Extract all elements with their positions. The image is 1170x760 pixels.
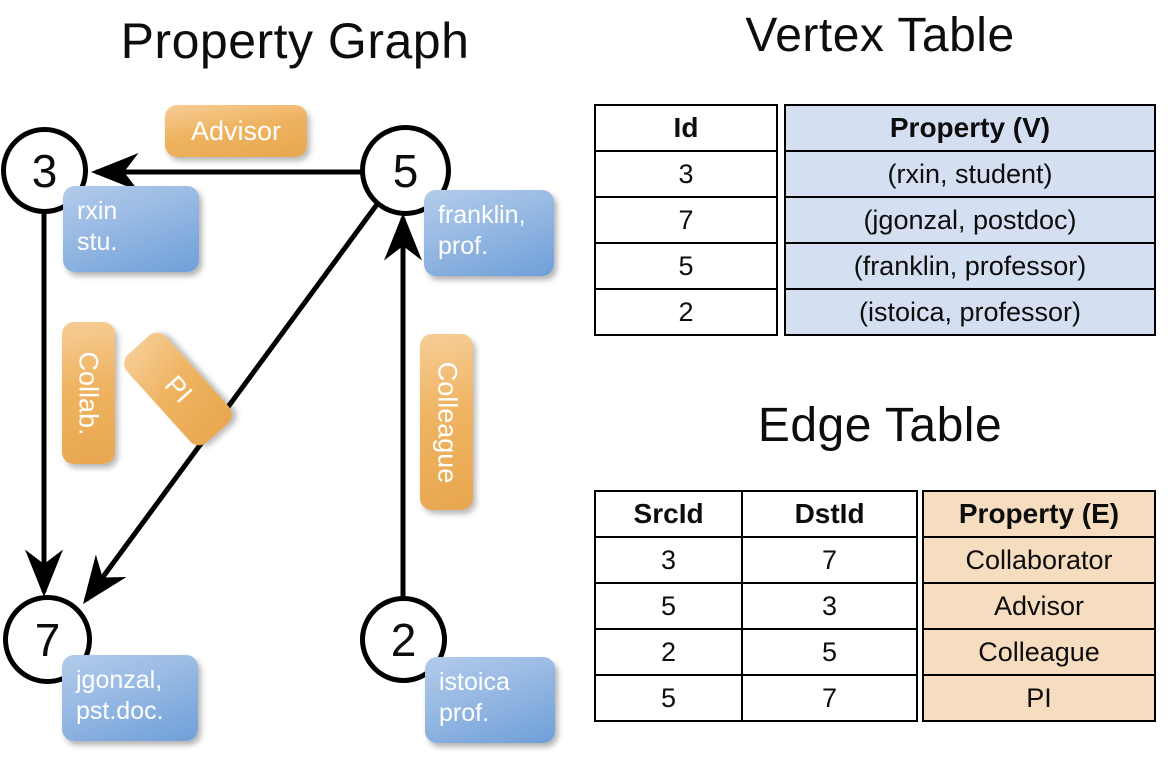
edge-row-2-src: 2 [593,628,744,676]
edge-label-colleague-text: Colleague [432,361,462,483]
edge-table-header-property: Property (E) [922,490,1156,538]
edge-label-colleague: Colleague [420,334,473,510]
table-row: Advisor [922,582,1156,630]
page-title-vertex-table: Vertex Table [745,9,1015,62]
edge-row-3-src: 5 [593,674,744,722]
edge-row-1-dst: 3 [741,582,918,630]
vertex-row-3-id: 2 [594,288,778,336]
node-property-3-line1: rxin [77,197,118,225]
node-property-5-line1: franklin, [438,201,526,229]
table-row: (rxin, student) [784,150,1156,198]
vertex-row-0-id: 3 [594,150,778,198]
vertex-row-1-property: (jgonzal, postdoc) [784,196,1156,244]
edge-row-3-dst: 7 [741,674,918,722]
table-row: 7 [594,196,778,244]
edge-row-2-property: Colleague [922,628,1156,676]
table-row: 5 7 [593,674,918,722]
table-row: 2 5 [593,628,918,676]
node-property-2-line1: istoica [439,668,510,696]
edge-row-3-property: PI [922,674,1156,722]
table-row: 5 3 [593,582,918,630]
edge-row-1-property: Advisor [922,582,1156,630]
node-property-5-line2: prof. [438,231,489,260]
property-graph-diagram: 3 5 7 2 rxin stu. franklin, prof. jgonza… [1,105,555,743]
vertex-row-0-property: (rxin, student) [784,150,1156,198]
table-row: 2 [594,288,778,336]
node-property-box-2: istoica prof. [425,657,555,743]
table-row: Collaborator [922,536,1156,584]
edge-label-pi-text: PI [158,369,199,409]
edge-label-collab: Collab. [62,322,115,464]
node-property-box-3: rxin stu. [63,186,199,272]
table-header-row: SrcId DstId [593,490,918,538]
edge-label-advisor-text: Advisor [190,115,282,146]
table-row: PI [922,674,1156,722]
vertex-table-id-column: Id 3 7 5 2 [594,104,778,336]
edge-table-src-dst-columns: SrcId DstId 3 7 5 3 2 5 5 7 [593,490,918,722]
node-property-7-line2: pst.doc. [76,696,164,725]
table-row: (jgonzal, postdoc) [784,196,1156,244]
table-row: 3 7 [593,536,918,584]
edge-label-advisor: Advisor [165,105,307,157]
node-property-3-line2: stu. [77,227,118,256]
table-header-row: Property (E) [922,490,1156,538]
node-property-box-5: franklin, prof. [424,190,554,276]
edge-table-header-srcid: SrcId [593,490,744,538]
edge-row-2-dst: 5 [741,628,918,676]
vertex-table-property-column: Property (V) (rxin, student) (jgonzal, p… [784,104,1156,336]
table-row: (franklin, professor) [784,242,1156,290]
table-row: (istoica, professor) [784,288,1156,336]
edge-label-collab-text: Collab. [74,350,105,436]
edge-row-1-src: 5 [593,582,744,630]
table-row: 3 [594,150,778,198]
vertex-row-3-property: (istoica, professor) [784,288,1156,336]
vertex-row-2-id: 5 [594,242,778,290]
table-row: 5 [594,242,778,290]
edge-row-0-property: Collaborator [922,536,1156,584]
vertex-table-header-property: Property (V) [784,104,1156,152]
table-row: Colleague [922,628,1156,676]
graph-edge-lines [24,152,423,605]
vertex-row-1-id: 7 [594,196,778,244]
graph-node-2[interactable]: 2 [360,596,447,683]
node-property-2-line2: prof. [439,698,490,727]
table-header-row: Id [594,104,778,152]
node-property-7-line1: jgonzal, [76,666,163,694]
table-header-row: Property (V) [784,104,1156,152]
page-title-property-graph: Property Graph [120,13,470,69]
edge-row-0-dst: 7 [741,536,918,584]
vertex-table-header-id: Id [594,104,778,152]
node-property-box-7: jgonzal, pst.doc. [62,655,198,741]
edge-line-5-to-7 [83,201,381,605]
edge-table-property-column: Property (E) Collaborator Advisor Collea… [922,490,1156,722]
vertex-row-2-property: (franklin, professor) [784,242,1156,290]
page-title-edge-table: Edge Table [757,399,1003,452]
edge-row-0-src: 3 [593,536,744,584]
edge-table-header-dstid: DstId [741,490,918,538]
